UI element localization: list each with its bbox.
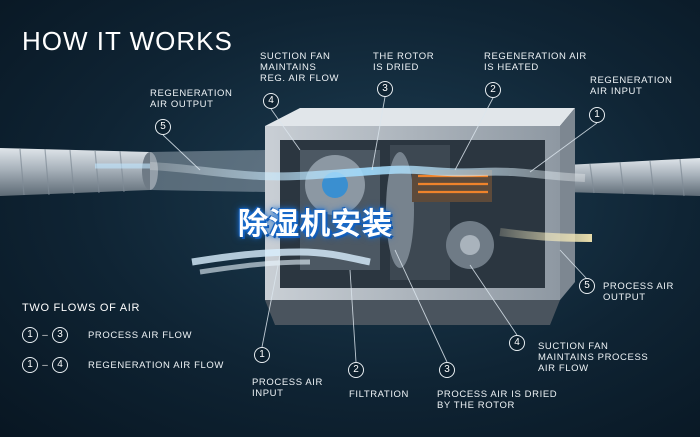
badge-suction-fan-regeneration: 4: [263, 93, 279, 109]
label-process-air-dried: PROCESS AIR IS DRIED BY THE ROTOR: [437, 389, 558, 411]
label-regeneration-air-output: REGENERATION AIR OUTPUT: [150, 88, 233, 110]
badge-regeneration-heated: 2: [485, 82, 501, 98]
process-airflow-output: [499, 228, 593, 242]
watermark-text: 除湿机安装: [238, 207, 393, 242]
label-filtration: FILTRATION: [349, 389, 410, 400]
label-rotor-dried: THE ROTOR IS DRIED: [373, 51, 435, 73]
leader-lines: [162, 96, 598, 363]
label-suction-fan-process: SUCTION FAN MAINTAINS PROCESS AIR FLOW: [538, 341, 649, 374]
legend-badge-from: 1: [22, 327, 38, 343]
process-airflow-input-lower: [199, 259, 311, 275]
legend-badge-to: 3: [52, 327, 68, 343]
legend-label-regeneration: REGENERATION AIR FLOW: [88, 359, 224, 371]
label-process-air-output: PROCESS AIR OUTPUT: [603, 281, 675, 303]
legend-title: TWO FLOWS OF AIR: [22, 302, 141, 314]
label-process-air-input: PROCESS AIR INPUT: [252, 377, 324, 399]
regeneration-airflow: [149, 162, 586, 182]
legend-badge-from: 1: [22, 357, 38, 373]
label-regeneration-air-heated: REGENERATION AIR IS HEATED: [484, 51, 587, 73]
badge-process-air-output: 5: [579, 278, 595, 294]
process-airflow-input: [191, 248, 371, 266]
label-regeneration-air-input: REGENERATION AIR INPUT: [590, 75, 673, 97]
badge-filtration: 2: [348, 362, 364, 378]
label-suction-fan-regeneration: SUCTION FAN MAINTAINS REG. AIR FLOW: [260, 51, 340, 84]
regeneration-output-duct: [0, 148, 158, 196]
legend-badge-to: 4: [52, 357, 68, 373]
legend-label-process: PROCESS AIR FLOW: [88, 329, 193, 341]
legend-row-process: 1 – 3 PROCESS AIR FLOW: [22, 326, 192, 344]
badge-process-air-input: 1: [254, 347, 270, 363]
badge-rotor-dried: 3: [377, 81, 393, 97]
badge-process-air-dried: 3: [439, 362, 455, 378]
badge-regeneration-input: 1: [589, 107, 605, 123]
badge-regeneration-output: 5: [155, 119, 171, 135]
legend-row-regeneration: 1 – 4 REGENERATION AIR FLOW: [22, 356, 224, 374]
legend-separator: –: [42, 359, 48, 371]
page-title: HOW IT WORKS: [22, 26, 233, 56]
legend-separator: –: [42, 329, 48, 341]
badge-suction-fan-process: 4: [509, 335, 525, 351]
